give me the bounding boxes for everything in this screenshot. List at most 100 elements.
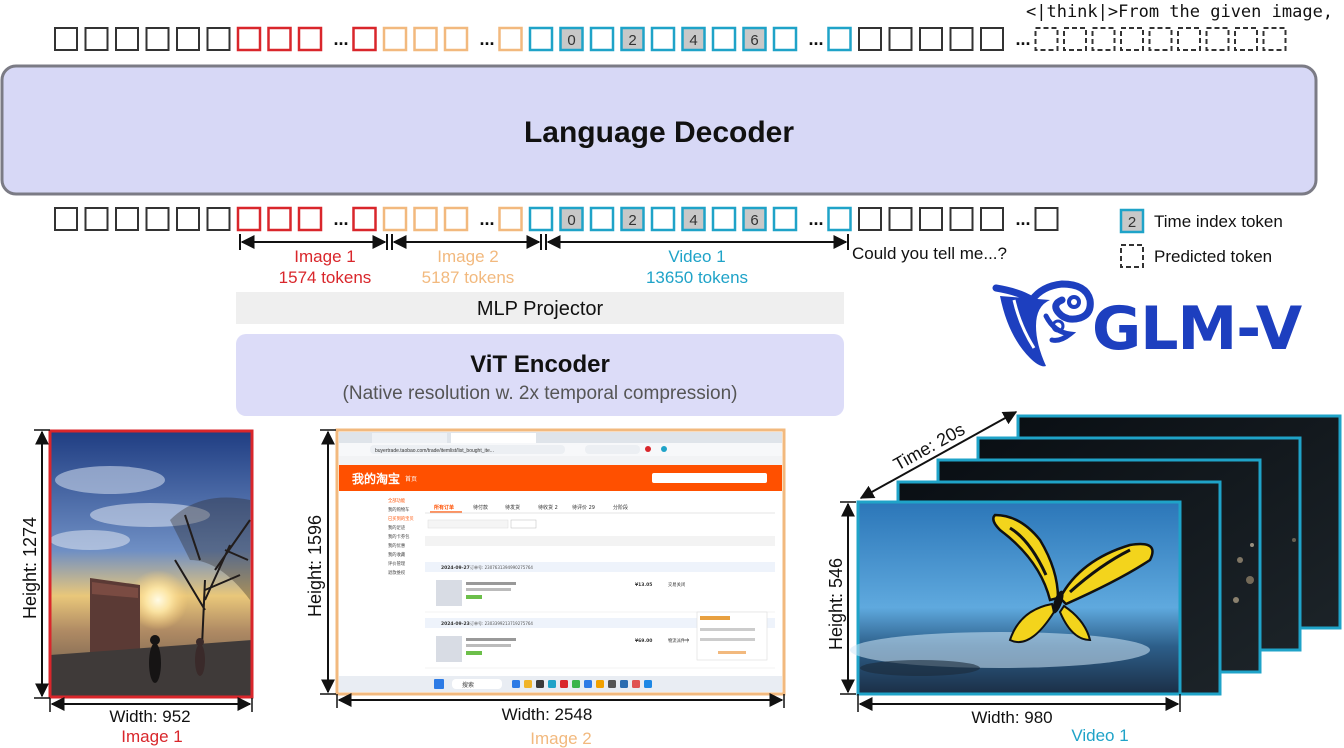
taskbar-app-icon xyxy=(608,680,616,688)
image2-height-label: Height: 1596 xyxy=(305,515,325,617)
video1-width-dimension xyxy=(857,694,1181,712)
predicted-token xyxy=(1063,27,1087,51)
video1-token xyxy=(589,26,615,52)
language-decoder-title: Language Decoder xyxy=(524,116,794,149)
predicted-token xyxy=(1091,27,1116,51)
time-index-token xyxy=(742,26,767,52)
order-status: 交易关闭 xyxy=(668,581,685,588)
order-tab: 待付款 xyxy=(473,504,488,511)
ellipsis-token: ... xyxy=(334,209,349,229)
text-token xyxy=(84,207,109,231)
video1-token xyxy=(528,206,554,232)
predicted-token xyxy=(1120,27,1144,51)
video1-input xyxy=(850,414,1342,696)
image1-caption: Image 1 xyxy=(121,727,182,746)
browser-address-field xyxy=(370,445,565,454)
image1-token xyxy=(352,206,377,232)
time-index-value: 4 xyxy=(689,32,697,49)
legend-time-token-number: 2 xyxy=(1128,214,1136,231)
time-index-value: 2 xyxy=(628,212,636,229)
predicted-token xyxy=(1034,27,1059,51)
image2-span-label: Image 2 xyxy=(437,247,498,266)
taskbar-search-text: 搜索 xyxy=(462,681,474,689)
time-index-value: 2 xyxy=(628,32,636,49)
image2-token xyxy=(443,26,469,52)
time-index-value: 0 xyxy=(567,32,575,49)
mlp-projector-box xyxy=(236,292,844,324)
sidebar-item: 评价管理 xyxy=(388,560,406,567)
text-token xyxy=(949,27,974,51)
taskbar-app-icon xyxy=(560,680,568,688)
language-decoder-box xyxy=(0,64,1318,196)
image1-token xyxy=(236,26,262,52)
video1-token xyxy=(711,26,737,52)
vit-encoder-title: ViT Encoder xyxy=(470,351,610,378)
mlp-projector-label: MLP Projector xyxy=(477,298,604,320)
text-token xyxy=(858,207,882,231)
taobao-site-title: 我的淘宝 xyxy=(352,471,400,486)
image2-width-label: Width: 2548 xyxy=(502,705,593,724)
vit-encoder-box xyxy=(236,334,844,416)
video1-token xyxy=(528,26,554,52)
legend-predicted-label: Predicted token xyxy=(1154,247,1272,266)
legend-time-token xyxy=(1119,208,1145,234)
image1-token xyxy=(267,26,292,52)
order-date: 2024-09-23 xyxy=(441,621,470,627)
video1-span-label: Video 1 xyxy=(668,247,725,266)
video1-height-dimension xyxy=(840,501,856,695)
browser-url: buyertrade.taobao.com/trade/itemlist/lis… xyxy=(375,448,494,454)
order-tab: 待评价 29 xyxy=(572,504,595,511)
video1-time-dimension xyxy=(859,411,1018,499)
order-tab: 分阶段 xyxy=(613,504,628,511)
logo-text: GLM-V xyxy=(1092,294,1303,364)
time-index-value: 0 xyxy=(567,212,575,229)
time-index-token xyxy=(620,206,645,232)
sidebar-item: 全部功能 xyxy=(388,497,406,504)
order-tab: 待收货 2 xyxy=(538,504,558,511)
image2-token xyxy=(382,26,408,52)
text-token xyxy=(54,27,78,51)
video1-token-count: 13650 tokens xyxy=(646,268,748,287)
image1-height-label: Height: 1274 xyxy=(20,517,40,619)
taskbar-app-icon xyxy=(620,680,628,688)
image2-token xyxy=(498,206,523,232)
video1-token xyxy=(827,206,852,232)
text-token xyxy=(919,27,943,51)
legend: 2 Time index token Predicted token xyxy=(1119,208,1283,268)
image1-height-dimension xyxy=(34,429,50,699)
order-header xyxy=(425,618,775,628)
windows-start-icon xyxy=(434,679,444,689)
text-token xyxy=(145,27,170,51)
text-token xyxy=(176,27,200,51)
taskbar-app-icon xyxy=(644,680,652,688)
question-text: Could you tell me...? xyxy=(852,244,1007,263)
text-token xyxy=(858,27,882,51)
butterfly-icon xyxy=(992,513,1154,643)
sidebar-item: 已买到的宝贝 xyxy=(388,515,414,522)
sidebar-item: 我的足迹 xyxy=(388,524,406,531)
video1-token xyxy=(711,206,737,232)
taskbar-app-icon xyxy=(572,680,580,688)
image2-token xyxy=(498,26,523,52)
chameleon-logo-icon xyxy=(992,280,1094,367)
time-index-value: 6 xyxy=(750,212,758,229)
ellipsis-token: ... xyxy=(809,209,824,229)
legend-time-index-label: Time index token xyxy=(1154,212,1283,231)
taskbar-app-icon xyxy=(632,680,640,688)
order-thumbnail xyxy=(436,636,462,662)
image1-width-label: Width: 952 xyxy=(109,707,190,726)
taskbar-app-icon xyxy=(512,680,520,688)
order-tab: 待发货 xyxy=(505,504,520,511)
image2-token-span xyxy=(391,234,542,250)
taskbar-app-icon xyxy=(524,680,532,688)
image1-token xyxy=(297,26,323,52)
order-date: 2024-09-27 xyxy=(441,565,470,571)
image2-token xyxy=(413,26,438,52)
image2-token-count: 5187 tokens xyxy=(422,268,515,287)
text-token xyxy=(115,27,139,51)
ellipsis-token: ... xyxy=(809,29,824,49)
order-price: ¥69.00 xyxy=(635,638,652,644)
